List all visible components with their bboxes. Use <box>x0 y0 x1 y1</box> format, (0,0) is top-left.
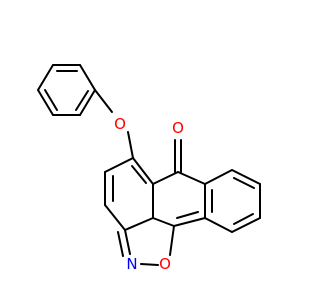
bond <box>173 217 206 227</box>
double-bond-inner <box>44 89 58 111</box>
double-bond <box>117 231 124 257</box>
double-bond-inner <box>131 165 147 184</box>
bond <box>177 171 206 185</box>
bond <box>104 157 134 173</box>
bond <box>124 229 131 255</box>
bond <box>140 263 159 266</box>
right-benzo-ring <box>204 169 261 233</box>
phenyl-ring <box>37 64 96 116</box>
atom-carbonyl-oxygen: O <box>172 119 184 137</box>
bond <box>152 171 179 185</box>
double-bond-inner <box>233 213 254 225</box>
molecule-canvas: O O N O <box>37 64 261 273</box>
atom-ether-oxygen: O <box>114 115 126 133</box>
bond <box>204 169 233 185</box>
bond <box>79 89 96 116</box>
bond <box>231 169 261 185</box>
bond <box>127 131 134 159</box>
isoxazole-ring <box>117 217 175 266</box>
bond <box>79 64 96 91</box>
bond <box>132 157 154 185</box>
middle-core-ring <box>152 171 206 227</box>
bond <box>94 89 113 113</box>
double-bond-inner <box>75 90 89 111</box>
atom-ring-nitrogen: N <box>126 255 137 273</box>
ring-nitrogen-label: N <box>126 255 137 273</box>
bond <box>231 217 261 233</box>
bond <box>169 225 175 256</box>
bond <box>152 217 175 227</box>
atom-ring-oxygen: O <box>159 255 171 273</box>
bond <box>37 64 54 91</box>
double-bond-inner <box>233 177 255 189</box>
bond <box>204 217 233 233</box>
left-core-ring <box>104 157 154 231</box>
molecule-structure: O O N O <box>37 64 261 273</box>
ether-oxygen-label: O <box>114 115 126 133</box>
bond <box>104 204 126 231</box>
bond <box>37 89 54 116</box>
ring-oxygen-label: O <box>159 255 171 273</box>
double-bond-inner <box>176 211 199 219</box>
carbonyl-oxygen-label: O <box>172 119 184 137</box>
bond <box>124 217 154 231</box>
